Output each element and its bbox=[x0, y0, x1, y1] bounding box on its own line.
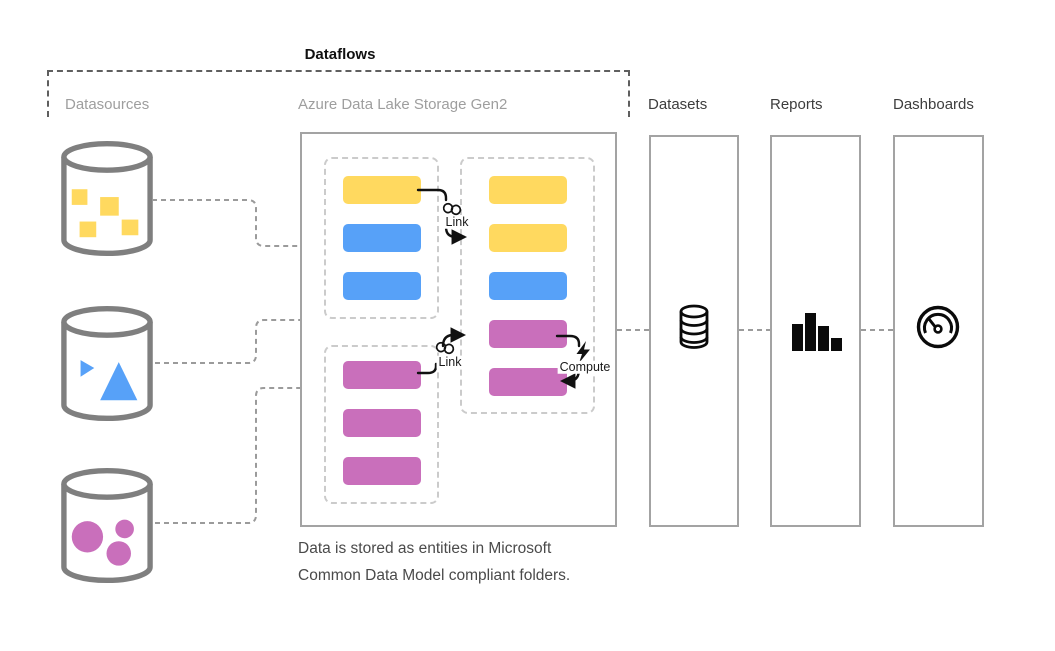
compute-label: Compute bbox=[557, 359, 613, 374]
entity-rect-blue bbox=[488, 272, 567, 300]
storage-box bbox=[300, 132, 617, 527]
entity-rect-yellow bbox=[488, 176, 567, 204]
yellow-squares bbox=[71, 189, 139, 238]
bar-chart-icon bbox=[792, 313, 842, 351]
datasource-cylinder-triangles bbox=[61, 306, 153, 422]
entity-rect-blue bbox=[342, 224, 421, 252]
connector-source3-storage bbox=[155, 387, 300, 524]
datasets-label: Datasets bbox=[648, 96, 708, 113]
entity-rect-magenta bbox=[342, 409, 421, 437]
link-top-label: Link bbox=[443, 214, 471, 229]
database-icon bbox=[679, 304, 709, 349]
diagram-title: Dataflows bbox=[304, 46, 376, 63]
link-bottom-label: Link bbox=[436, 354, 464, 369]
entity-rect-magenta bbox=[342, 361, 421, 389]
datasets-box bbox=[649, 135, 739, 527]
connector-source2-storage bbox=[155, 319, 300, 364]
datasource-cylinder-squares bbox=[61, 141, 153, 257]
entity-rect-magenta bbox=[488, 368, 567, 396]
entity-rect-blue bbox=[342, 272, 421, 300]
entity-rect-magenta bbox=[342, 457, 421, 485]
dashboards-label: Dashboards bbox=[893, 96, 974, 113]
entity-rect-yellow bbox=[488, 224, 567, 252]
gauge-icon bbox=[916, 305, 960, 349]
reports-label: Reports bbox=[770, 96, 823, 113]
staged-entities-group-bottom bbox=[324, 345, 439, 504]
blue-triangles bbox=[80, 360, 138, 401]
transformed-entities-group bbox=[460, 157, 595, 414]
entity-rect-magenta bbox=[488, 320, 567, 348]
storage-caption-line2: Common Data Model compliant folders. bbox=[298, 567, 571, 584]
entity-rect-yellow bbox=[342, 176, 421, 204]
datasources-label: Datasources bbox=[65, 96, 150, 113]
staged-entities-group-top bbox=[324, 157, 439, 319]
storage-caption-line1: Data is stored as entities in Microsoft bbox=[298, 540, 552, 557]
storage-label: Azure Data Lake Storage Gen2 bbox=[298, 96, 508, 113]
connector-source1-storage bbox=[152, 199, 300, 247]
datasource-cylinder-circles bbox=[61, 468, 153, 584]
magenta-circles bbox=[71, 519, 134, 566]
storage-caption: Data is stored as entities in Microsoft … bbox=[298, 535, 570, 589]
dataflows-bracket bbox=[47, 70, 630, 117]
